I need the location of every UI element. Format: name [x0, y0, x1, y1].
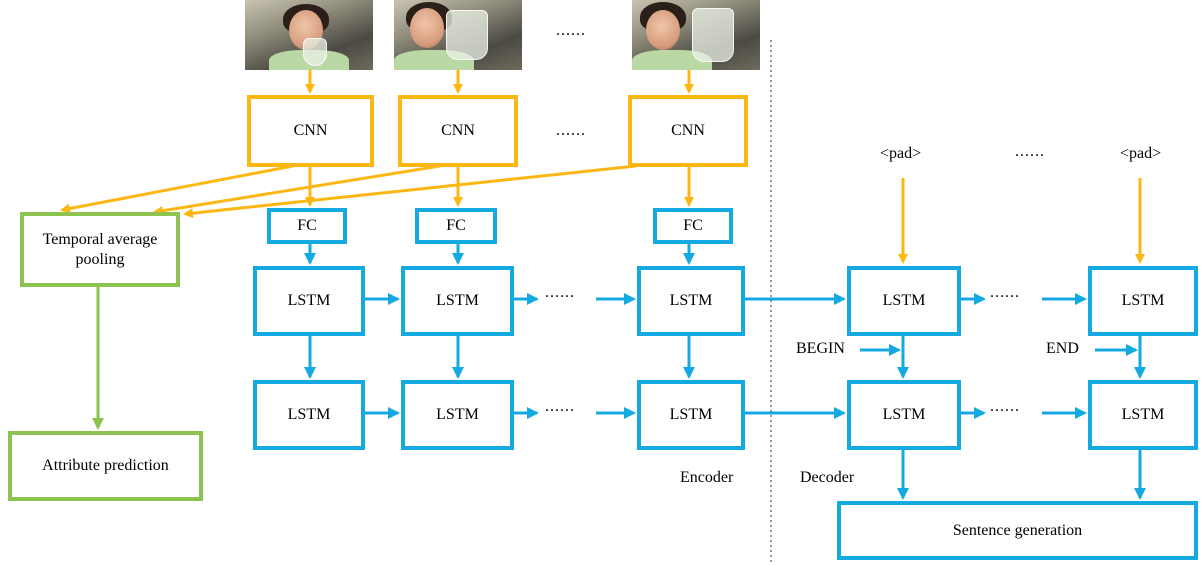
decoder-lstm-1-2: LSTM [1088, 266, 1198, 336]
arrow-cnn3-pool [183, 164, 637, 219]
decoder-lstm-2-2: LSTM [1088, 380, 1198, 450]
end-label: END [1046, 340, 1079, 357]
fc-box-1: FC [267, 208, 347, 244]
lstm-label: LSTM [1121, 292, 1165, 310]
encoder-lstm-1-2: LSTM [401, 266, 514, 336]
encoder-lstm-2-2: LSTM [401, 380, 514, 450]
frames-ellipsis: ...... [556, 22, 586, 39]
pad-label-2: <pad> [1120, 145, 1162, 162]
encoder-lstm-2-3: LSTM [637, 380, 745, 450]
encoder-row2-ellipsis: ...... [545, 398, 575, 415]
cnn-box-2: CNN [398, 95, 518, 167]
decoder-row2-ellipsis: ...... [990, 398, 1020, 415]
fc-label: FC [446, 217, 466, 235]
decoder-label: Decoder [800, 469, 855, 486]
encoder-lstm-1-1: LSTM [253, 266, 365, 336]
decoder-lstm-1-1: LSTM [847, 266, 961, 336]
temporal-pooling-label: Temporal average pooling [42, 231, 158, 268]
sentence-generation-box: Sentence generation [837, 501, 1198, 560]
begin-label: BEGIN [796, 340, 845, 357]
fc-box-3: FC [653, 208, 733, 244]
pad-label-1: <pad> [880, 145, 922, 162]
lstm-label: LSTM [287, 406, 331, 424]
cnn-box-1: CNN [247, 95, 374, 167]
fc-label: FC [297, 217, 317, 235]
fc-box-2: FC [415, 208, 497, 244]
fc-label: FC [683, 217, 703, 235]
video-frame-3 [632, 0, 760, 70]
encoder-lstm-1-3: LSTM [637, 266, 745, 336]
lstm-label: LSTM [669, 292, 713, 310]
attribute-prediction-box: Attribute prediction [8, 431, 203, 501]
lstm-label: LSTM [1121, 406, 1165, 424]
arrow-cnn1-pool [60, 164, 294, 214]
cnn-label: CNN [441, 122, 475, 140]
lstm-label: LSTM [669, 406, 713, 424]
arrow-cnn2-pool [153, 164, 441, 216]
cnn-ellipsis: ...... [556, 122, 586, 139]
decoder-row1-ellipsis: ...... [990, 284, 1020, 301]
cnn-label: CNN [671, 122, 705, 140]
decoder-lstm-2-1: LSTM [847, 380, 961, 450]
encoder-row1-ellipsis: ...... [545, 284, 575, 301]
lstm-label: LSTM [436, 292, 479, 310]
encoder-lstm-2-1: LSTM [253, 380, 365, 450]
temporal-pooling-box: Temporal average pooling [20, 212, 180, 287]
lstm-label: LSTM [436, 406, 479, 424]
cnn-label: CNN [293, 122, 328, 140]
pad-ellipsis: ...... [1015, 143, 1045, 160]
sentence-generation-label: Sentence generation [952, 521, 1083, 539]
lstm-label: LSTM [287, 292, 331, 310]
lstm-label: LSTM [882, 292, 926, 310]
lstm-label: LSTM [882, 406, 926, 424]
encoder-label: Encoder [680, 469, 734, 486]
video-frame-1 [245, 0, 373, 70]
video-frame-2 [394, 0, 522, 70]
cnn-box-3: CNN [628, 95, 748, 167]
attribute-prediction-label: Attribute prediction [42, 457, 169, 475]
